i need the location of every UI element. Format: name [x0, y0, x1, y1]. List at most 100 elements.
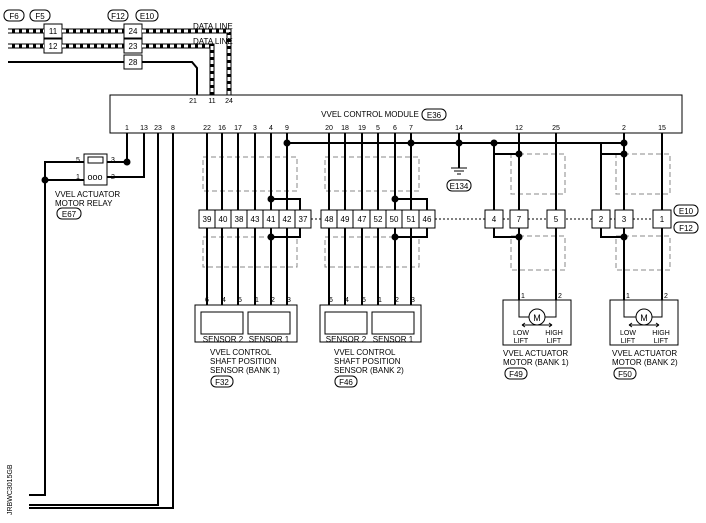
module-bottom-pin-label: 23	[154, 125, 162, 132]
module-bottom-pin-label: 1	[125, 125, 129, 132]
motor1-label-line2: MOTOR (BANK 1)	[503, 358, 569, 367]
module-bottom-pin-label: 15	[658, 125, 666, 132]
joint-pin-4: 4	[492, 215, 497, 224]
pin-28-label: 28	[129, 58, 138, 67]
sensor2-pin-6: 6	[329, 297, 333, 304]
pin-11-label: 11	[49, 27, 58, 36]
motor2-high-lift: LIFT	[654, 338, 669, 345]
connector-f6-label: F6	[9, 12, 19, 21]
pin-23-label: 23	[129, 42, 138, 51]
module-bottom-pin-label: 12	[515, 125, 523, 132]
motor1-high-lift: LIFT	[547, 338, 562, 345]
relay-pin-5: 5	[76, 157, 80, 164]
module-title: VVEL CONTROL MODULE	[321, 110, 419, 119]
joint-connector-e10-label: E10	[679, 207, 694, 216]
motor2-high: HIGH	[652, 330, 670, 337]
joint-pin-42: 42	[283, 215, 292, 224]
sensor1-left-label: SENSOR 2	[203, 335, 244, 344]
module-bottom-pin-label: 19	[358, 125, 366, 132]
joint-connector-group-2: 48 49 47 52 50 51 46	[320, 209, 436, 229]
joint-pin-2: 2	[599, 215, 604, 224]
connector-f12-e10: F12 E10 24 23 28	[107, 9, 159, 70]
joint-pin-7: 7	[517, 215, 522, 224]
joint-pin-48: 48	[325, 215, 334, 224]
relay-wiring	[29, 133, 174, 509]
motor2-label-line2: MOTOR (BANK 2)	[612, 358, 678, 367]
module-bottom-pin-label: 17	[234, 125, 242, 132]
motor1-pin-2: 2	[558, 293, 562, 300]
module-top-pin-11: 11	[208, 98, 215, 105]
module-bottom-pin-label: 14	[455, 125, 463, 132]
ground-connector-e134: E134	[450, 182, 469, 191]
sensor2-pin-2: 2	[395, 297, 399, 304]
joint-pin-49: 49	[341, 215, 350, 224]
sensor1-label-line3: SENSOR (BANK 1)	[210, 366, 280, 375]
module-bottom-pin-label: 3	[253, 125, 257, 132]
svg-text:ooo: ooo	[87, 172, 102, 182]
relay-label-line2: MOTOR RELAY	[55, 199, 113, 208]
motor1-high: HIGH	[545, 330, 563, 337]
sensor2-left-label: SENSOR 2	[326, 335, 367, 344]
sensor2-pin-1: 1	[378, 297, 382, 304]
motor1-m-symbol: M	[533, 313, 541, 323]
pin-12-label: 12	[49, 42, 58, 51]
data-line-label-2: DATA LINE	[193, 37, 233, 46]
sensor1-pin-4: 4	[222, 297, 226, 304]
motor2-connector-f50: F50	[618, 370, 632, 379]
figure-code: JRBWC3015GB	[7, 464, 14, 515]
sensor1-label-line2: SHAFT POSITION	[210, 357, 277, 366]
module-bottom-pin-label: 4	[269, 125, 273, 132]
joint-connector-f12-label: F12	[679, 224, 693, 233]
shaft-position-sensor-bank2: 6 4 5 1 2 3 SENSOR 2 SENSOR 1 VVEL CONTR…	[319, 297, 422, 388]
sensor1-pin-6: 6	[205, 297, 209, 304]
joint-connector-group-3: 4 7 5	[484, 209, 566, 229]
motor2-pin-1: 1	[626, 293, 630, 300]
joint-pin-1: 1	[660, 215, 665, 224]
motor1-low: LOW	[513, 330, 529, 337]
joint-pin-41: 41	[267, 215, 276, 224]
module-bottom-pin-label: 18	[341, 125, 349, 132]
joint-pin-46: 46	[423, 215, 432, 224]
sensor2-label-line2: SHAFT POSITION	[334, 357, 401, 366]
relay-connector-e67: E67	[62, 210, 77, 219]
sensor2-connector-f46: F46	[339, 378, 353, 387]
relay-pin-2: 2	[111, 174, 115, 181]
sensor1-right-label: SENSOR 1	[249, 335, 290, 344]
joint-connector-group-4: 2 3 1 E10 F12	[591, 204, 699, 234]
joint-pin-5: 5	[554, 215, 559, 224]
connector-f6-f5: F6 F5 11 12	[3, 9, 63, 54]
joint-pin-52: 52	[374, 215, 383, 224]
motor1-low-lift: LIFT	[514, 338, 529, 345]
module-bottom-pin-label: 7	[409, 125, 413, 132]
vvel-control-module: 21 11 24 VVEL CONTROL MODULE E36	[109, 94, 683, 134]
motor2-low-lift: LIFT	[621, 338, 636, 345]
module-top-pin-21: 21	[189, 98, 197, 105]
joint-pin-43: 43	[251, 215, 260, 224]
connector-f12-top-label: F12	[111, 12, 125, 21]
sensor2-label-line1: VVEL CONTROL	[334, 348, 396, 357]
ground-e134: E134	[446, 133, 472, 192]
motor1-pin-1: 1	[521, 293, 525, 300]
relay-pin-3: 3	[111, 157, 115, 164]
module-bottom-pin-label: 13	[140, 125, 148, 132]
joint-pin-39: 39	[203, 215, 212, 224]
motor2-pin-2: 2	[664, 293, 668, 300]
relay-pin-1: 1	[76, 174, 80, 181]
module-top-pin-24: 24	[225, 98, 233, 105]
joint-pin-37: 37	[299, 215, 308, 224]
joint-pin-51: 51	[407, 215, 416, 224]
sensor1-pin-5: 5	[238, 297, 242, 304]
module-bottom-pin-label: 8	[171, 125, 175, 132]
module-bottom-pin-label: 9	[285, 125, 289, 132]
module-bottom-pin-label: 16	[218, 125, 226, 132]
module-bottom-pin-label: 20	[325, 125, 333, 132]
actuator-motor-bank1: 1 2 M LOW LIFT HIGH LIFT VVEL ACTUATOR M…	[502, 293, 572, 380]
joint-pin-50: 50	[390, 215, 399, 224]
data-line-label-1: DATA LINE	[193, 22, 233, 31]
module-bottom-pin-label: 2	[622, 125, 626, 132]
sensor1-pin-2: 2	[271, 297, 275, 304]
pin-24-label: 24	[129, 27, 138, 36]
joint-pin-3: 3	[622, 215, 627, 224]
